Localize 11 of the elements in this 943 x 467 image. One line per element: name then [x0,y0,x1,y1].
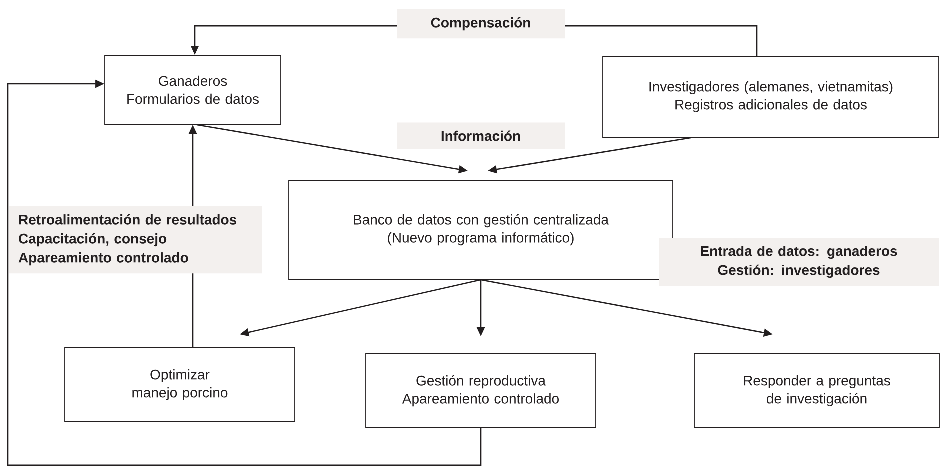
process-box: Responder a preguntas de investigación [694,354,940,428]
process-box: Gestión reproductiva Apareamiento controlado [366,354,596,428]
process-box: Banco de datos con gestión centralizada (Nuevo programa informático) [288,180,674,280]
edge-label: Compensación [397,9,565,39]
edge-label: Retroalimentación de resultados Capacitación, consejo Apareamiento controlado [10,206,262,274]
note-label: Entrada de datos: ganaderos Gestión: investigadores [659,238,939,286]
process-box: Ganaderos Formularios de datos [104,55,282,125]
process-box: Investigadores (alemanes, vietnamitas) Registros adicionales de datos [602,56,940,138]
process-box: Optimizar manejo porcino [64,348,296,422]
note-label: Información [397,122,565,150]
arrow [7,80,482,466]
